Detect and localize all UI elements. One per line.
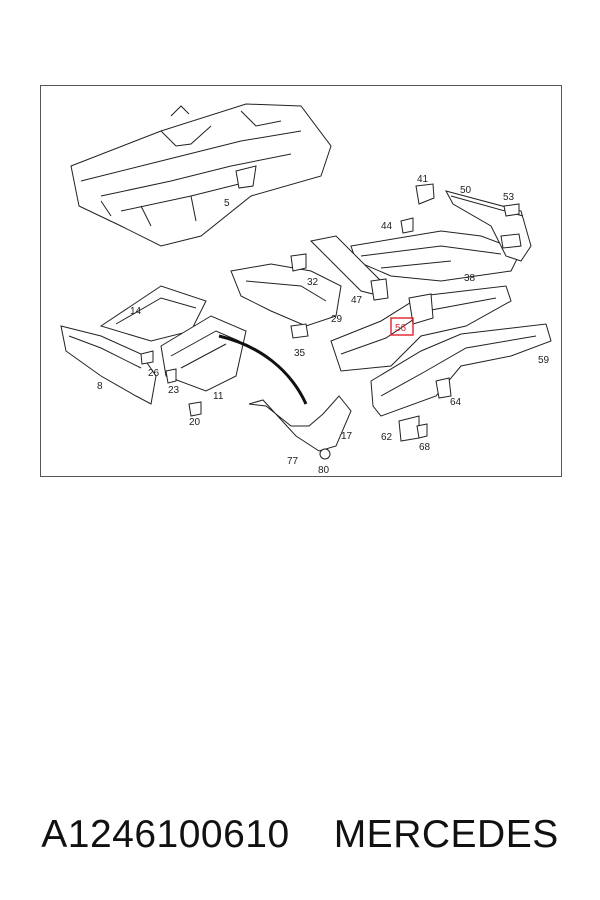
callout-50: 50 — [460, 185, 472, 196]
center-tunnel-parts-drawing — [230, 253, 389, 339]
callout-5: 5 — [224, 198, 230, 209]
callout-26: 26 — [148, 368, 160, 379]
callout-56: 56 — [395, 323, 407, 334]
part-5-floor-pan-drawing — [70, 103, 332, 247]
callout-17: 17 — [341, 431, 353, 442]
part-caption: A1246100610 MERCEDES — [0, 800, 600, 870]
brand-name: MERCEDES — [333, 813, 559, 856]
part-callouts: 5 8 11 14 17 20 23 26 29 32 35 38 41 44 … — [97, 174, 550, 476]
callout-47: 47 — [351, 295, 363, 306]
callout-14: 14 — [130, 306, 142, 317]
callout-53: 53 — [503, 192, 515, 203]
callout-38: 38 — [464, 273, 476, 284]
callout-64: 64 — [450, 397, 462, 408]
callout-80: 80 — [318, 465, 330, 476]
heat-shield-strap-drawing — [218, 334, 352, 460]
callout-44: 44 — [381, 221, 393, 232]
callout-77: 77 — [287, 456, 299, 467]
callout-35: 35 — [294, 348, 306, 359]
rear-side-member-drawing — [330, 285, 552, 442]
callout-8: 8 — [97, 381, 103, 392]
callout-11: 11 — [213, 391, 224, 402]
callout-68: 68 — [419, 442, 431, 453]
rear-floor-assembly-drawing — [309, 183, 532, 297]
front-floor-parts-drawing — [60, 285, 247, 417]
callout-41: 41 — [417, 174, 429, 185]
exploded-floor-assembly-drawing: 5 8 11 14 17 20 23 26 29 32 35 38 41 44 … — [60, 103, 552, 476]
callout-59: 59 — [538, 355, 550, 366]
part-number: A1246100610 — [41, 813, 290, 856]
parts-diagram: 5 8 11 14 17 20 23 26 29 32 35 38 41 44 … — [40, 85, 562, 477]
highlighted-part-56: 56 — [390, 317, 414, 336]
callout-62: 62 — [381, 432, 393, 443]
callout-20: 20 — [189, 417, 201, 428]
callout-32: 32 — [307, 277, 319, 288]
callout-29: 29 — [331, 314, 343, 325]
callout-23: 23 — [168, 385, 180, 396]
